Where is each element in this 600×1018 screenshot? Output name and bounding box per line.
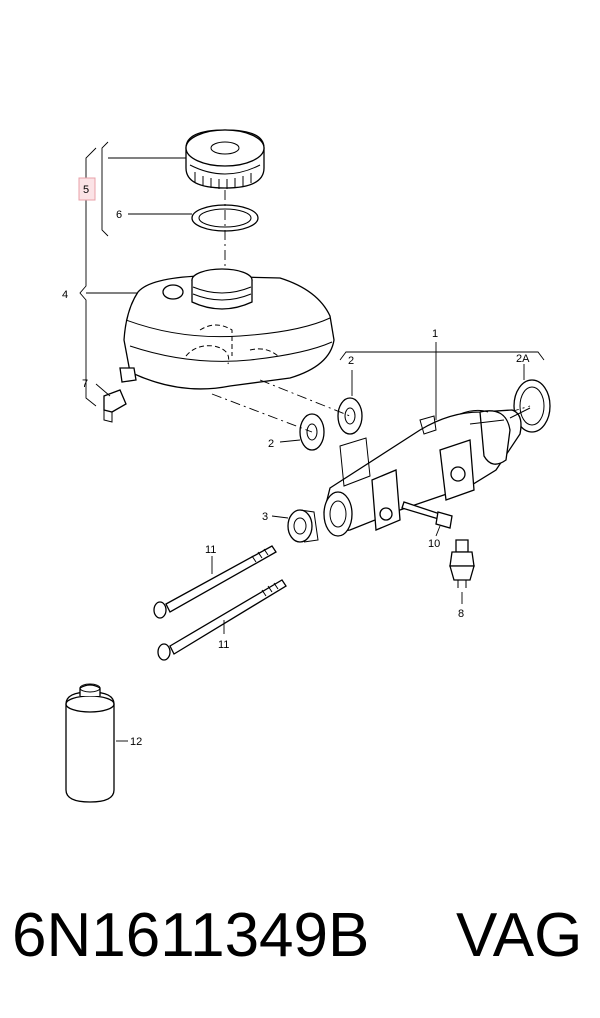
callout-8: 8 xyxy=(458,608,464,620)
callout-1: 1 xyxy=(432,328,438,340)
mounting-bolt-upper[interactable] xyxy=(153,545,277,619)
brand-label: VAG xyxy=(456,901,583,970)
bolt-10[interactable] xyxy=(401,501,453,529)
part-number-label: 6N1611349B xyxy=(12,901,370,970)
reservoir-cap[interactable] xyxy=(185,129,265,189)
callout-2a: 2A xyxy=(516,353,530,365)
callout-6: 6 xyxy=(116,209,122,221)
callout-5-highlight xyxy=(78,177,96,201)
gasket-2a[interactable] xyxy=(513,379,551,433)
callout-12: 12 xyxy=(130,736,142,748)
mounting-bolt-lower[interactable] xyxy=(157,579,287,661)
callout-4: 4 xyxy=(62,289,68,301)
callout-7: 7 xyxy=(82,378,88,390)
callout-11-upper: 11 xyxy=(205,544,216,556)
callout-2-lower: 2 xyxy=(268,438,274,450)
callout-10: 10 xyxy=(428,538,440,550)
group-brackets xyxy=(79,141,545,420)
callout-11-lower: 11 xyxy=(218,639,229,651)
master-cylinder[interactable] xyxy=(323,407,531,537)
exploded-parts-diagram: 1 2 2A 2 3 4 5 6 7 8 10 11 11 12 xyxy=(62,129,551,803)
callout-3: 3 xyxy=(262,511,268,523)
brake-light-switch[interactable] xyxy=(449,539,475,588)
seal-nut[interactable] xyxy=(287,509,319,543)
callout-2-upper: 2 xyxy=(348,355,354,367)
fluid-reservoir[interactable] xyxy=(123,268,335,390)
brake-fluid-bottle[interactable] xyxy=(65,683,115,803)
callout-5: 5 xyxy=(83,184,89,196)
callout-labels: 1 2 2A 2 3 4 5 6 7 8 10 11 11 12 xyxy=(62,184,530,748)
